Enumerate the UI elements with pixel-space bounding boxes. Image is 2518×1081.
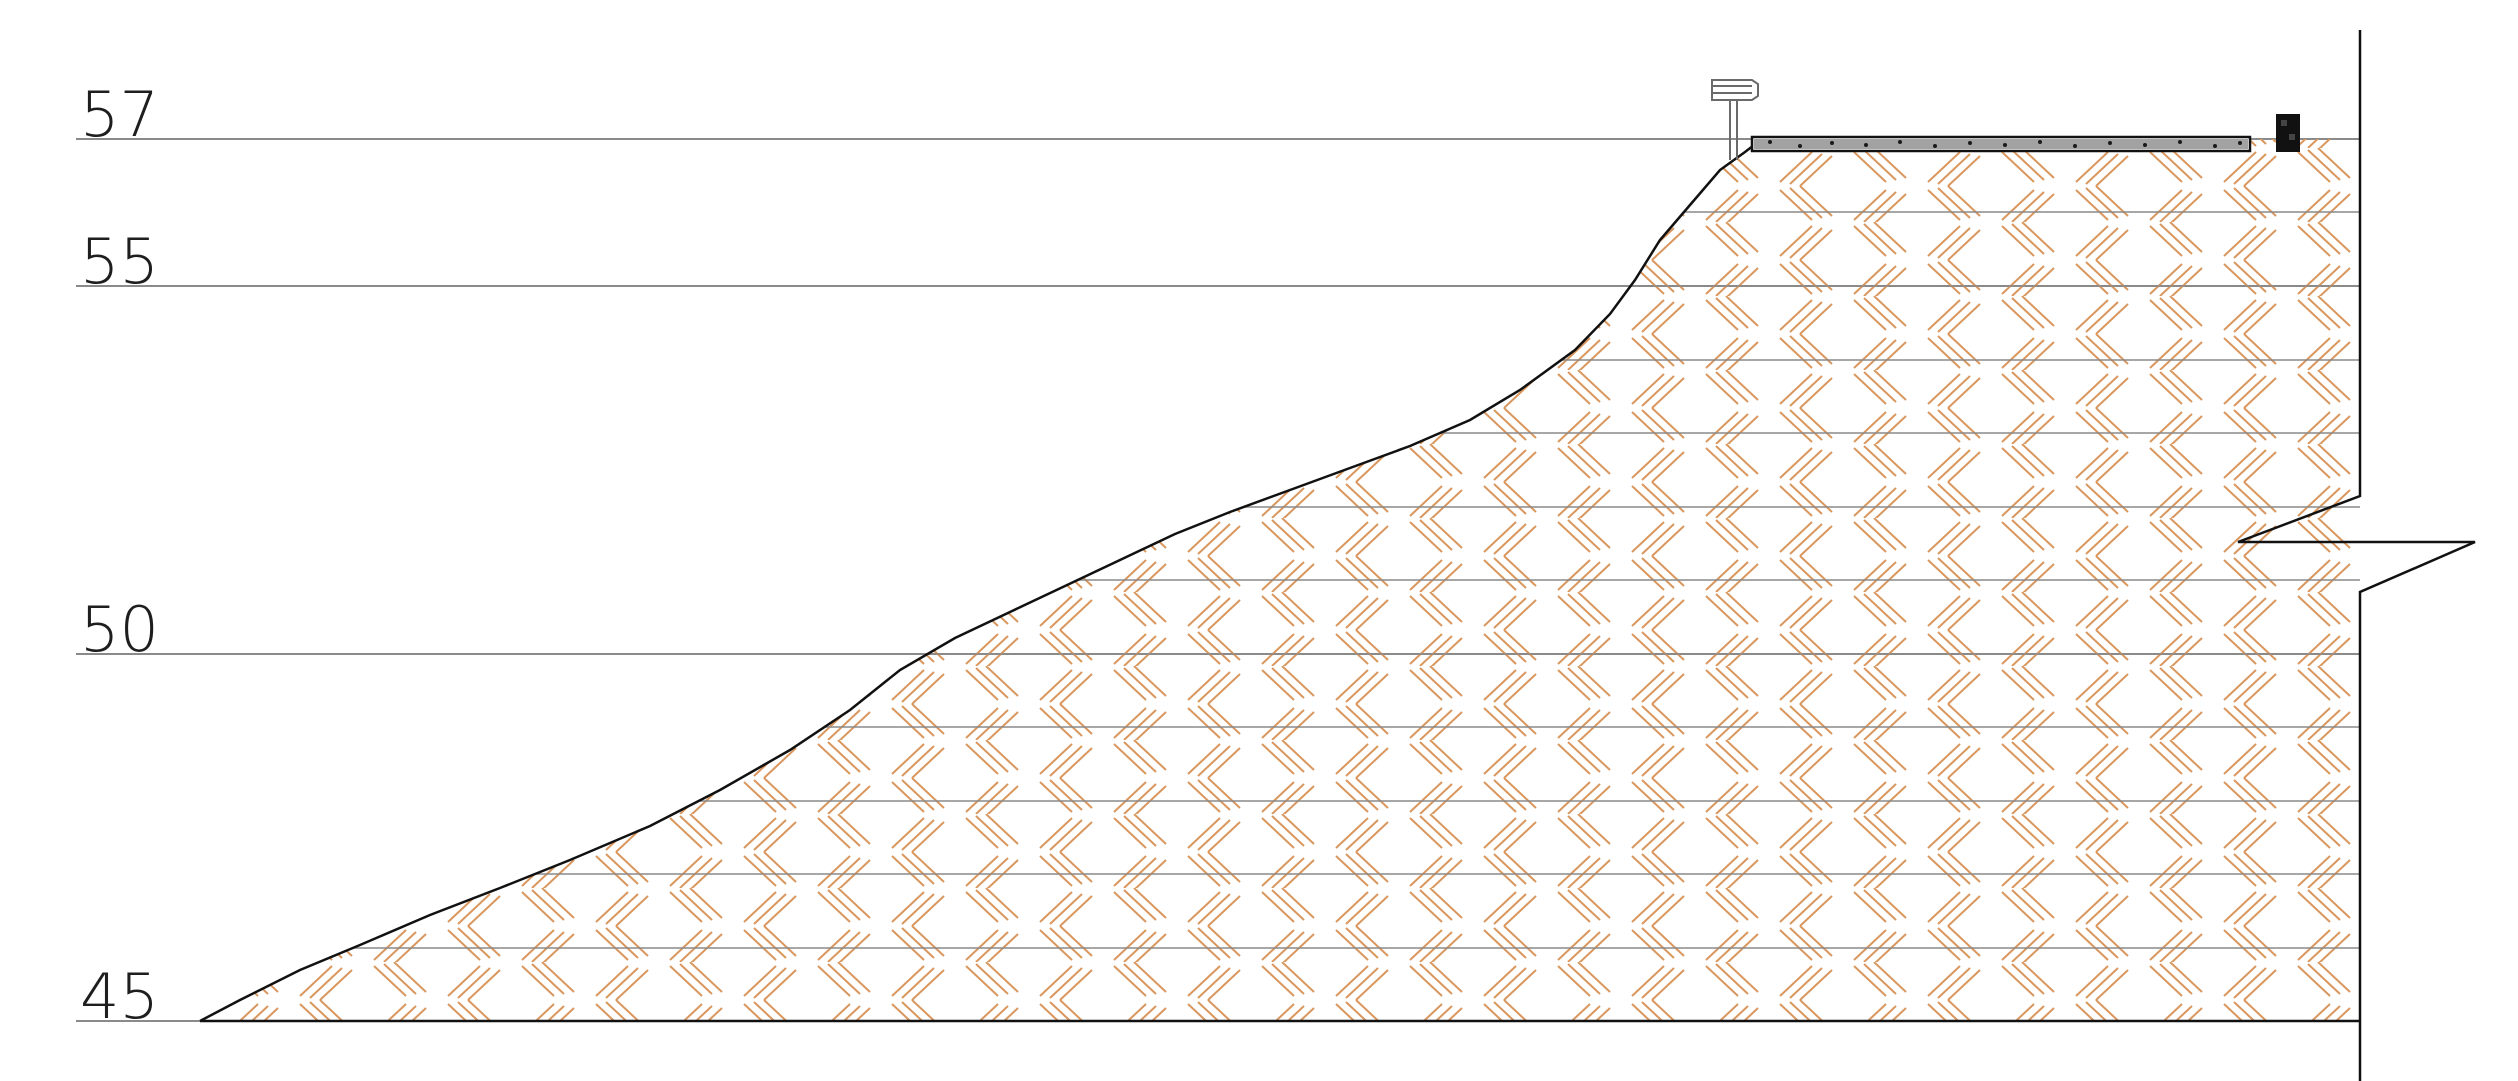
- ground-profile-line: [199, 138, 1763, 1023]
- break-line-icon: [2237, 30, 2476, 1081]
- elevation-label-55: 55: [80, 225, 159, 298]
- elevation-label-45: 45: [80, 960, 159, 1033]
- elevation-label-57: 57: [80, 78, 159, 151]
- road-sign-icon: [1711, 79, 1759, 160]
- elevation-label-50: 50: [80, 593, 159, 666]
- curb-icon: [2276, 114, 2300, 152]
- road-pavement: [1750, 135, 2252, 153]
